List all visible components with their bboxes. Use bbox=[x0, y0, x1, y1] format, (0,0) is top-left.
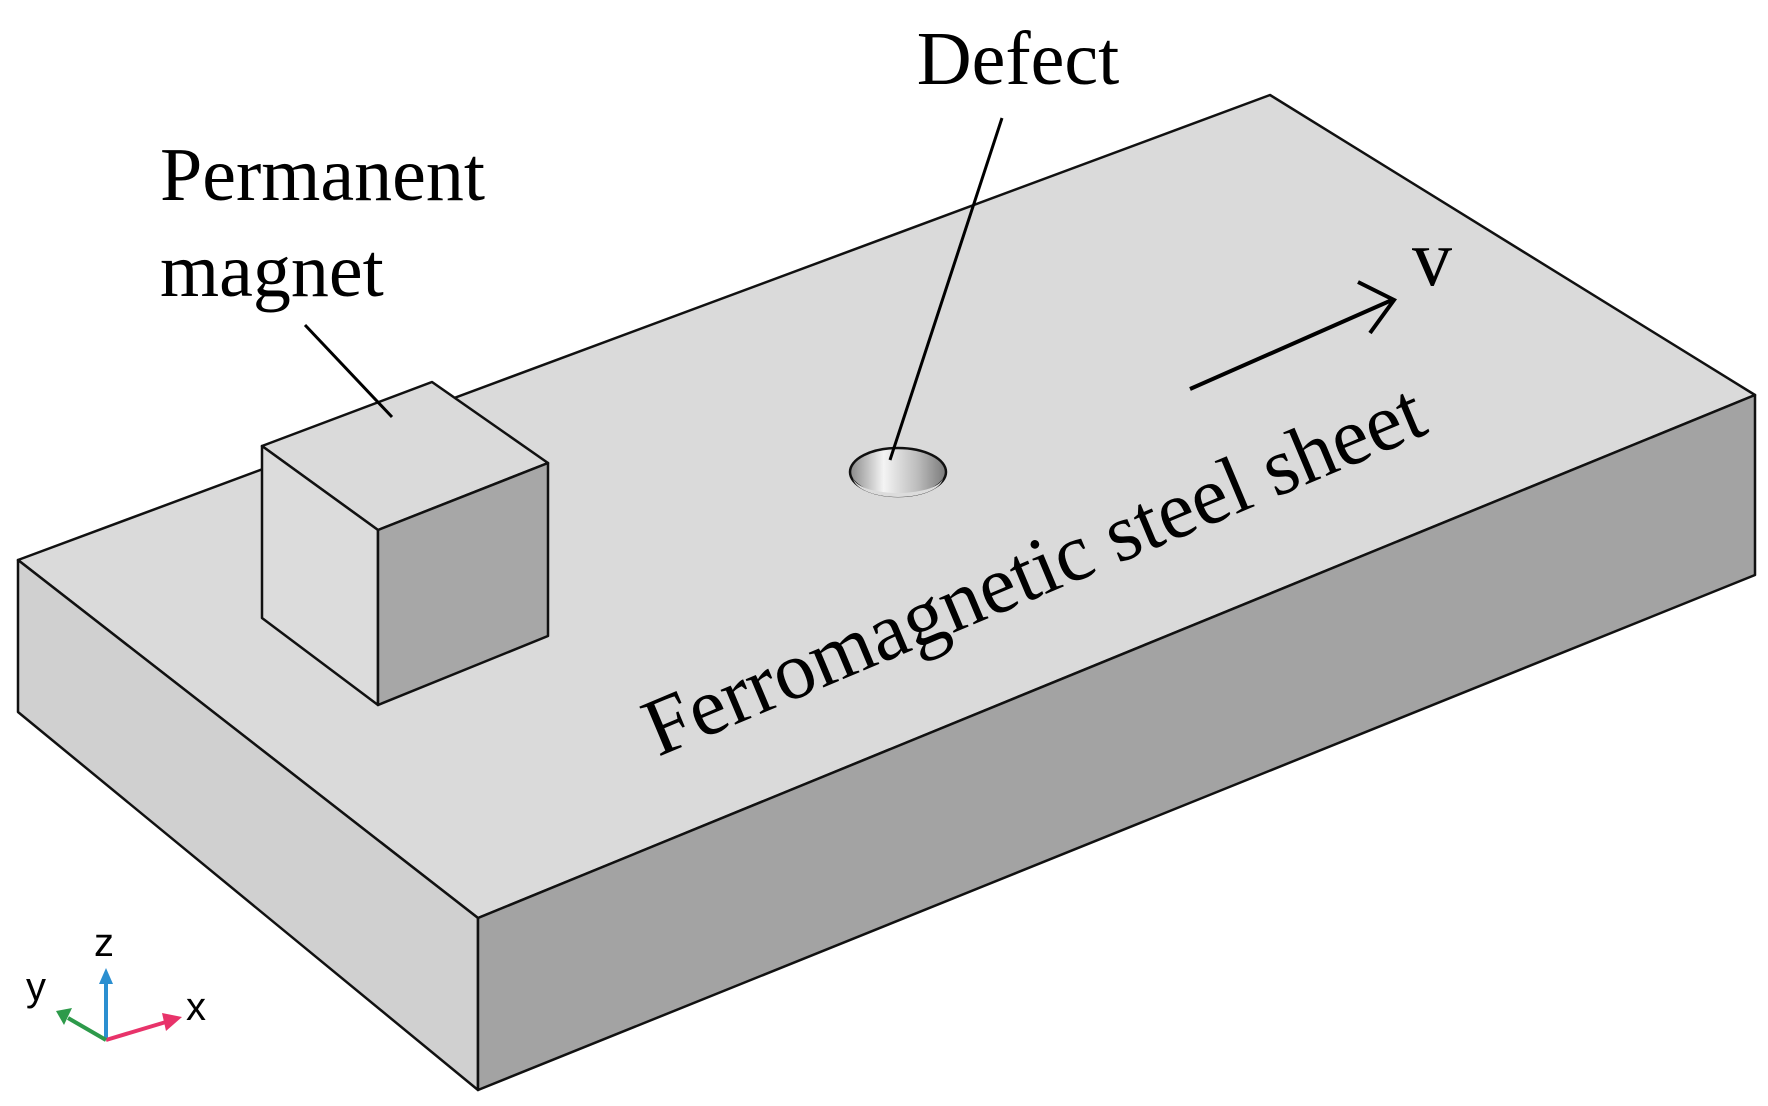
z-axis-arrowhead bbox=[99, 968, 113, 984]
axes-triad: z x y bbox=[26, 921, 206, 1042]
y-axis-label: y bbox=[26, 965, 46, 1009]
permanent-magnet-cube bbox=[260, 380, 550, 707]
defect-label: Defect bbox=[917, 17, 1120, 101]
defect-hole bbox=[848, 446, 948, 498]
y-axis-arrowhead bbox=[56, 1008, 72, 1025]
magnet-label-line2: magnet bbox=[160, 229, 384, 313]
y-axis-line bbox=[66, 1016, 108, 1042]
magnet-label-line1: Permanent bbox=[160, 133, 485, 217]
magnet-leader-line bbox=[303, 323, 394, 419]
velocity-arrow bbox=[1189, 280, 1398, 391]
defect-hole-floor bbox=[853, 477, 943, 497]
velocity-arrow-head bbox=[1357, 280, 1398, 335]
defect-leader-line bbox=[888, 117, 1004, 461]
z-axis-label: z bbox=[94, 921, 114, 965]
magnet-right-face bbox=[376, 461, 550, 707]
steel-sheet bbox=[16, 93, 1757, 1092]
velocity-label: v bbox=[1412, 215, 1452, 303]
velocity-arrow-shaft bbox=[1189, 298, 1393, 391]
x-axis-label: x bbox=[186, 985, 206, 1029]
x-axis-arrowhead bbox=[162, 1013, 182, 1031]
x-axis-line bbox=[105, 1020, 167, 1042]
sheet-front-face bbox=[476, 393, 1757, 1092]
